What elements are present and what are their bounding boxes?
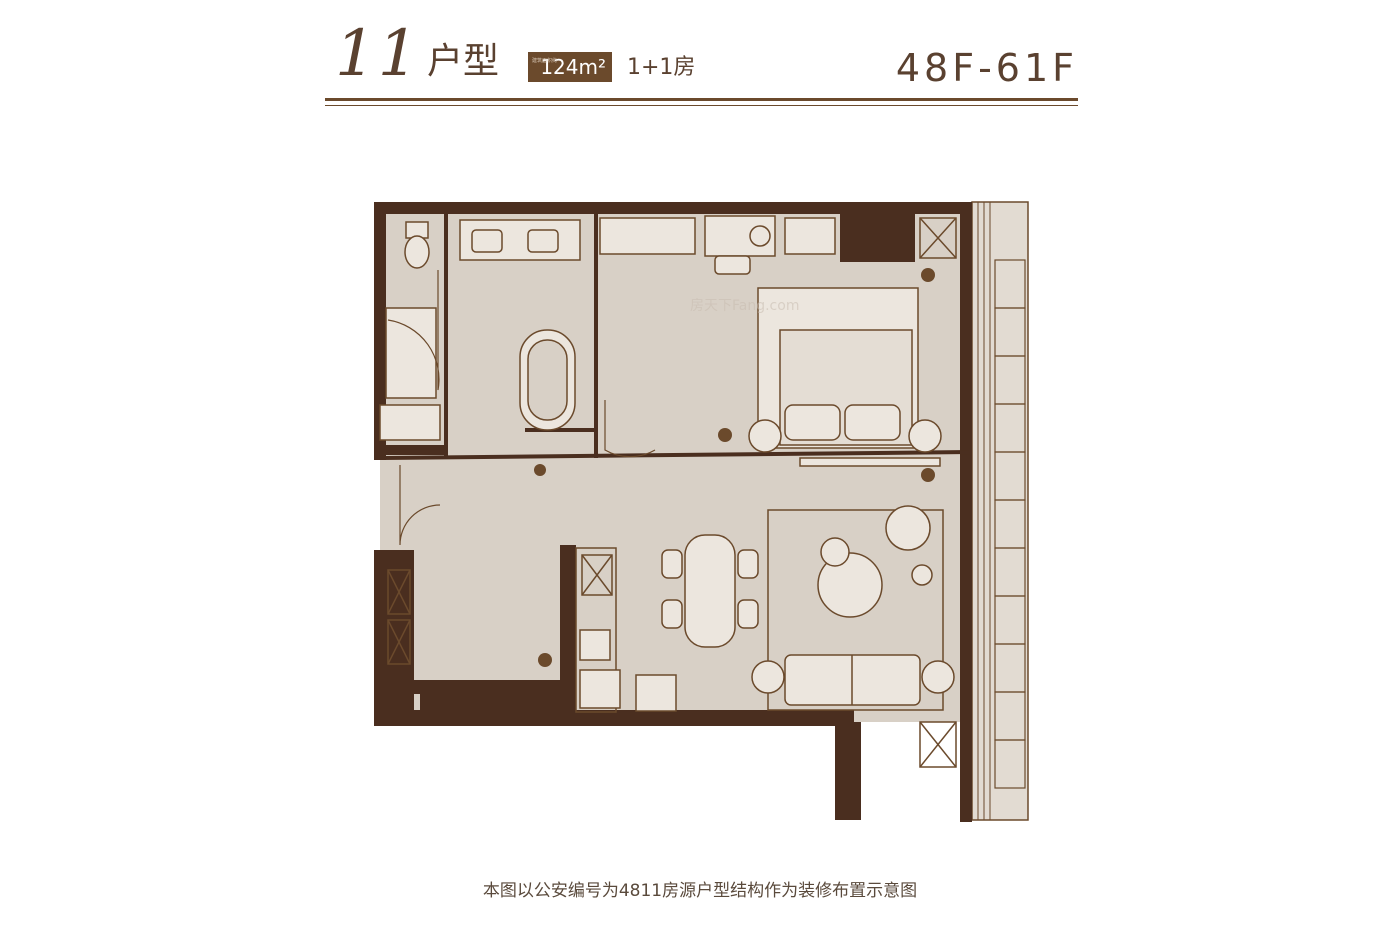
bedroom-furniture xyxy=(599,215,942,467)
area-badge: 建筑面积约 124m² xyxy=(528,52,612,82)
storage-cabinets xyxy=(387,217,957,768)
room-count: 1+1房 xyxy=(627,55,696,80)
caption-note: 本图以公安编号为4811房源户型结构作为装修布置示意图 xyxy=(482,881,918,901)
walls xyxy=(374,202,972,822)
bathroom-fixtures xyxy=(379,219,581,441)
plant-icons xyxy=(534,268,935,667)
floor-plan: 房天下Fang.com xyxy=(374,201,1029,822)
door-swings xyxy=(387,270,656,546)
kitchen-fixtures xyxy=(575,547,677,713)
area-fine-print: 建筑面积约 xyxy=(532,58,558,64)
unit-number: 11 xyxy=(335,17,421,91)
header-rule-thin xyxy=(325,105,1078,106)
header-rule-thick xyxy=(325,98,1078,101)
area-value: 124m² xyxy=(540,55,606,79)
watermark-text: 房天下Fang.com xyxy=(690,298,799,314)
living-furniture xyxy=(661,505,955,711)
balcony xyxy=(971,201,1029,821)
partitions xyxy=(379,214,971,460)
floor-range: 48F-61F xyxy=(895,46,1078,90)
unit-type-label: 户型 xyxy=(427,41,500,82)
plan-header: 11 户型 建筑面积约 124m² 1+1房 48F-61F xyxy=(325,18,1078,108)
